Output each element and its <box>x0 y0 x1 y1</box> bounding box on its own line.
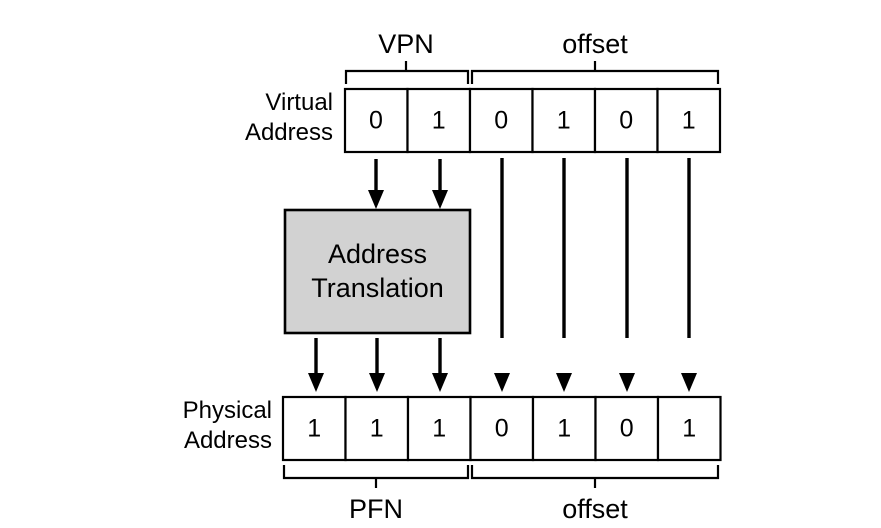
virtual-cell-value-4: 0 <box>619 107 633 135</box>
virtual-cell-2 <box>468 87 534 154</box>
virtual-cell-3 <box>531 87 597 154</box>
row-label-virtual-line1: Virtual <box>265 89 333 116</box>
row-label-virtual-address: Virtual Address <box>245 89 333 146</box>
physical-address-row: 1 1 1 0 1 0 1 <box>281 395 722 462</box>
translation-box-line2: Translation <box>311 273 444 303</box>
physical-cell-4 <box>531 395 597 462</box>
virtual-cell-value-0: 0 <box>369 107 383 135</box>
virtual-cell-value-3: 1 <box>557 107 571 135</box>
field-label-pfn-bottom: PFN <box>349 494 403 524</box>
physical-cell-6 <box>656 395 722 462</box>
virtual-cell-value-2: 0 <box>494 107 508 135</box>
arrow-vpn-to-translation-1 <box>432 159 448 209</box>
virtual-cell-5 <box>656 87 722 154</box>
physical-cell-value-2: 1 <box>432 415 446 443</box>
virtual-cell-value-5: 1 <box>682 107 696 135</box>
field-label-offset-bottom: offset <box>562 494 628 524</box>
physical-cell-value-6: 1 <box>682 415 696 443</box>
translation-box-line1: Address <box>328 239 427 269</box>
physical-cell-5 <box>594 395 660 462</box>
bracket-offset-top <box>470 61 720 84</box>
physical-cell-value-0: 1 <box>307 415 321 443</box>
row-label-physical-address: Physical Address <box>183 397 272 454</box>
virtual-cell-value-1: 1 <box>432 107 446 135</box>
arrow-translation-to-pfn-0 <box>308 338 324 392</box>
field-label-offset-top: offset <box>562 29 628 59</box>
address-translation-box[interactable]: Address Translation <box>283 208 472 335</box>
physical-cell-value-5: 0 <box>620 415 634 443</box>
arrow-vpn-to-translation-0 <box>368 159 384 209</box>
physical-cell-0 <box>281 395 347 462</box>
translation-box-rect <box>283 208 472 335</box>
arrow-translation-to-pfn-1 <box>369 338 385 392</box>
offset-arrowhead-1 <box>556 373 572 392</box>
bracket-offset-bottom <box>470 465 720 488</box>
row-label-physical-line1: Physical <box>183 397 272 424</box>
row-label-virtual-line2: Address <box>245 119 333 146</box>
offset-arrowhead-3 <box>681 373 697 392</box>
physical-cell-value-3: 0 <box>495 415 509 443</box>
field-label-vpn-top: VPN <box>378 29 434 59</box>
virtual-address-row: 0 1 0 1 0 1 <box>343 87 722 154</box>
bracket-pfn-bottom <box>282 465 470 488</box>
physical-cell-2 <box>406 395 472 462</box>
arrow-translation-to-pfn-2 <box>432 338 448 392</box>
offset-arrowhead-2 <box>619 373 635 392</box>
offset-arrowhead-0 <box>494 373 510 392</box>
bracket-vpn-top <box>344 61 470 84</box>
physical-cell-value-4: 1 <box>557 415 571 443</box>
row-label-physical-line2: Address <box>184 427 272 454</box>
physical-cell-value-1: 1 <box>370 415 384 443</box>
